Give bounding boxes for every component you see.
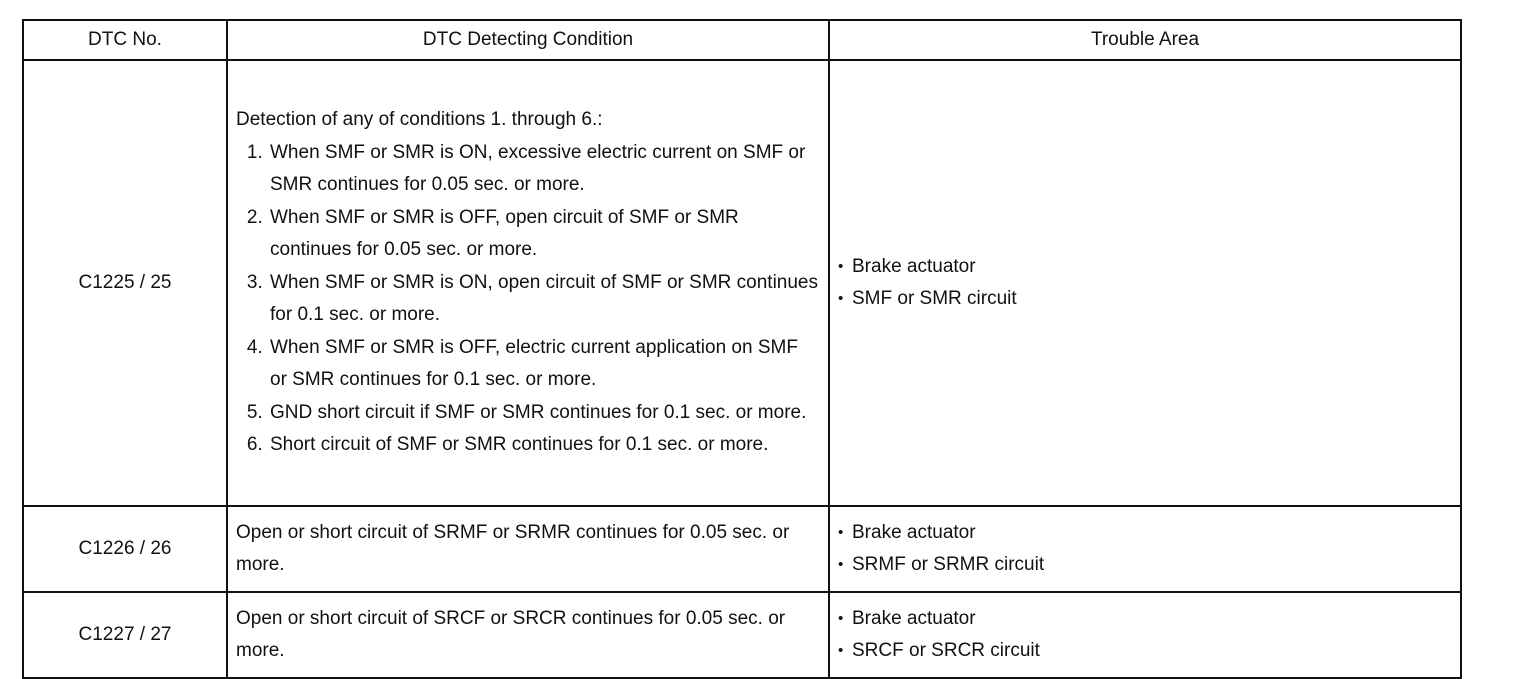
- condition-item: When SMF or SMR is ON, excessive electri…: [268, 137, 820, 202]
- trouble-area-cell: Brake actuator SRCF or SRCR circuit: [828, 591, 1462, 679]
- header-dtc-no: DTC No.: [22, 19, 228, 61]
- trouble-area-list: Brake actuator SRCF or SRCR circuit: [838, 603, 1452, 668]
- trouble-area-cell: Brake actuator SRMF or SRMR circuit: [828, 505, 1462, 593]
- trouble-area-list: Brake actuator SMF or SMR circuit: [838, 251, 1452, 316]
- condition-item: When SMF or SMR is OFF, open circuit of …: [268, 202, 820, 267]
- trouble-area-item: SRMF or SRMR circuit: [838, 549, 1452, 582]
- dtc-code-cell: C1227 / 27: [22, 591, 228, 679]
- dtc-table: DTC No. DTC Detecting Condition Trouble …: [22, 19, 1462, 679]
- condition-item: GND short circuit if SMF or SMR continue…: [268, 397, 820, 430]
- condition-item: Short circuit of SMF or SMR continues fo…: [268, 429, 820, 462]
- table-row: C1226 / 26 Open or short circuit of SRMF…: [22, 505, 1462, 593]
- header-row: DTC No. DTC Detecting Condition Trouble …: [22, 19, 1462, 61]
- condition-item: When SMF or SMR is OFF, electric current…: [268, 332, 820, 397]
- trouble-area-list: Brake actuator SRMF or SRMR circuit: [838, 517, 1452, 582]
- dtc-code-cell: C1226 / 26: [22, 505, 228, 593]
- condition-cell: Detection of any of conditions 1. throug…: [226, 59, 830, 507]
- condition-intro: Detection of any of conditions 1. throug…: [236, 109, 603, 131]
- trouble-area-item: Brake actuator: [838, 603, 1452, 636]
- dtc-code-cell: C1225 / 25: [22, 59, 228, 507]
- trouble-area-item: SMF or SMR circuit: [838, 283, 1452, 316]
- header-detecting-condition: DTC Detecting Condition: [226, 19, 830, 61]
- condition-cell: Open or short circuit of SRMF or SRMR co…: [226, 505, 830, 593]
- condition-list: When SMF or SMR is ON, excessive electri…: [236, 137, 820, 462]
- trouble-area-cell: Brake actuator SMF or SMR circuit: [828, 59, 1462, 507]
- table-row: C1227 / 27 Open or short circuit of SRCF…: [22, 591, 1462, 679]
- trouble-area-item: Brake actuator: [838, 251, 1452, 284]
- header-trouble-area: Trouble Area: [828, 19, 1462, 61]
- condition-cell: Open or short circuit of SRCF or SRCR co…: [226, 591, 830, 679]
- table-body: C1225 / 25 Detection of any of condition…: [22, 59, 1462, 679]
- trouble-area-item: Brake actuator: [838, 517, 1452, 550]
- trouble-area-item: SRCF or SRCR circuit: [838, 635, 1452, 668]
- condition-item: When SMF or SMR is ON, open circuit of S…: [268, 267, 820, 332]
- table-header: DTC No. DTC Detecting Condition Trouble …: [22, 19, 1462, 61]
- table-row: C1225 / 25 Detection of any of condition…: [22, 59, 1462, 507]
